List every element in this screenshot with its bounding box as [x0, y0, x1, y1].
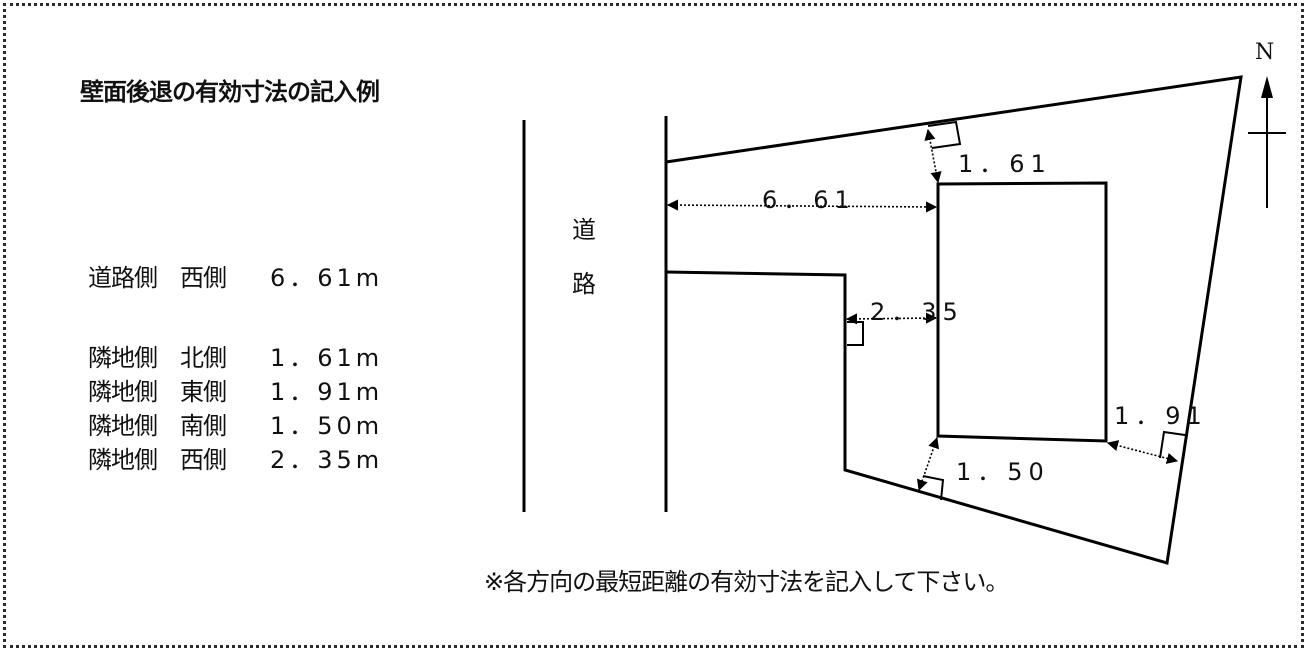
right-angle-mark-east — [1159, 430, 1186, 459]
dimension-side: 隣地側 — [88, 446, 158, 474]
dimension-direction: 北側 — [180, 344, 227, 372]
north-label: N — [1255, 40, 1275, 65]
dimension-row-neighbor-south: 隣地側南側 1．50m — [88, 406, 383, 441]
lot-boundary — [665, 75, 1243, 565]
dimension-value: 1．61m — [270, 344, 384, 372]
dim-line-east — [1106, 440, 1179, 464]
right-angle-mark-north — [927, 120, 962, 149]
dimension-direction: 西側 — [180, 264, 227, 292]
dimension-side: 隣地側 — [88, 344, 158, 372]
dimension-direction: 南側 — [180, 412, 227, 440]
label-west-dimension: 2．35 — [870, 298, 964, 326]
dimension-direction: 西側 — [180, 446, 227, 474]
dimension-row-neighbor-west: 隣地側西側 2．35m — [88, 440, 383, 475]
road-label-char-1: 道 — [572, 216, 596, 244]
dimension-side: 道路側 — [88, 264, 158, 292]
label-north-dimension: 1．61 — [958, 150, 1052, 178]
dimension-value: 6．61m — [270, 264, 384, 292]
label-south-dimension: 1．50 — [956, 458, 1050, 486]
dim-line-west — [845, 312, 938, 325]
instruction-note: ※各方向の最短距離の有効寸法を記入して下さい。 — [484, 568, 1009, 596]
dimension-row-neighbor-north: 隣地側北側 1．61m — [88, 338, 383, 373]
right-angle-mark-west — [847, 321, 864, 346]
building-outline — [936, 181, 1108, 443]
right-angle-mark-south — [922, 475, 945, 501]
dimension-side: 隣地側 — [88, 412, 158, 440]
road-label-char-2: 路 — [572, 270, 596, 298]
dimension-value: 1．50m — [270, 412, 384, 440]
dimension-row-road-west: 道路側西側 6．61m — [88, 258, 383, 293]
dimension-value: 1．91m — [270, 378, 384, 406]
label-east-dimension: 1．91 — [1114, 402, 1208, 430]
dimension-value: 2．35m — [270, 446, 384, 474]
north-arrow-head — [1261, 76, 1273, 98]
dim-line-north — [924, 128, 942, 184]
dim-line-south — [917, 436, 939, 492]
dimension-direction: 東側 — [180, 378, 227, 406]
dimension-row-neighbor-east: 隣地側東側 1．91m — [88, 372, 383, 407]
dim-line-road — [666, 199, 938, 213]
page-title: 壁面後退の有効寸法の記入例 — [80, 78, 380, 106]
dimension-side: 隣地側 — [88, 378, 158, 406]
label-road-dimension: 6．61 — [762, 186, 856, 214]
